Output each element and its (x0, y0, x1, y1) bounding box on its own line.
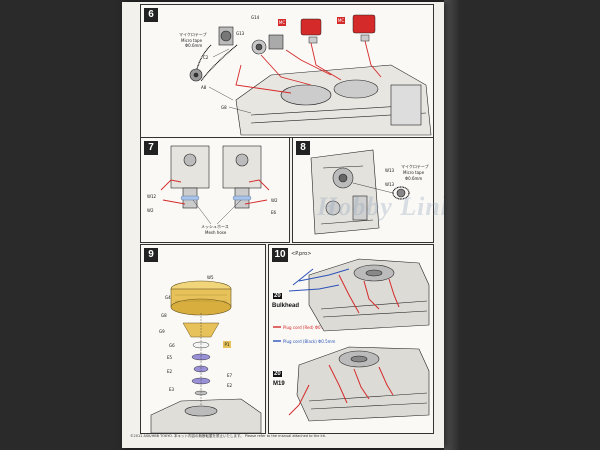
part-number: E6 (271, 210, 277, 215)
instruction-sheet: 6 マイクロテープ Micro tape Φ0.6mm MC G14 G13 M… (122, 2, 444, 448)
red-hose-lines (160, 179, 270, 205)
page-footer: ©2011 ASK/HBB TOKYO. 本キット内容の無断転載を禁止いたします… (130, 434, 327, 438)
watermark-logo: Hobby Link Japan (317, 192, 444, 221)
belt-and-pulley (352, 182, 410, 200)
wire-legend-swatches (273, 326, 281, 342)
micro-tape-label-en: Micro tape (403, 170, 425, 175)
step-6-diagram (189, 14, 432, 136)
part-number: G13 (236, 31, 245, 36)
part-badge: P1 (223, 341, 231, 348)
step-9-panel: 9 W5 G4 G8 G9 G6 P1 E5 E2 E7 E2 E3 (140, 244, 266, 434)
upper-engine-drawing (308, 258, 430, 332)
part-number: A8 (201, 85, 207, 90)
step-10-subtitle: <P.pro> (291, 251, 312, 257)
part-number: W2 (271, 198, 278, 203)
step-7-diagram (160, 145, 270, 225)
part-number: C2 (203, 55, 209, 60)
pulley-drawing (189, 26, 284, 82)
engine-head-drawing (170, 145, 262, 209)
lower-engine-drawing (296, 346, 430, 422)
callout-number: 20 (273, 371, 282, 377)
part-number: G14 (251, 15, 260, 20)
leader-lines (208, 48, 252, 114)
micro-tape-label-size: Φ0.6mm (185, 43, 203, 48)
step-number: 10 (272, 248, 288, 262)
callout-number: 20 (273, 293, 282, 299)
engine-base-drawing (150, 398, 262, 433)
part-number: G6 (169, 343, 175, 348)
air-cleaner-drawing (170, 280, 232, 316)
step-7-panel: 7 W12 W2 W2 E6 メッシュホース Mesh hose (140, 137, 290, 243)
part-number: G8 (221, 105, 227, 110)
mesh-hose-parts (180, 195, 252, 201)
part-number: G8 (161, 313, 167, 318)
page-edge-shadow (444, 0, 460, 450)
step-9-diagram (150, 280, 262, 433)
mesh-hose-label-jp: メッシュホース (201, 224, 229, 229)
part-badge: MC (278, 19, 286, 26)
red-cap-parts (300, 14, 376, 44)
engine-front-drawing (310, 149, 380, 235)
micro-tape-label-en: Micro tape (181, 38, 203, 43)
legend-red-cord: Plug cord (Red) Φ0.5mm (283, 325, 333, 330)
legend-blue-cord: Plug cord (Black) Φ0.5mm (283, 339, 336, 344)
part-number: E5 (167, 355, 173, 360)
part-badge: MC (337, 17, 345, 24)
step-6-panel: 6 マイクロテープ Micro tape Φ0.6mm MC G14 G13 M… (140, 4, 434, 138)
part-number: G4 (165, 295, 171, 300)
step-8-diagram (310, 149, 410, 235)
step-10-panel: 10 <P.pro> 20 Bulkhead 20 M19 Plug cord … (268, 244, 434, 434)
micro-tape-label-jp: マイクロテープ (179, 32, 207, 37)
bulkhead-label: Bulkhead (272, 303, 300, 309)
part-number: E2 (227, 383, 233, 388)
part-number: E2 (167, 369, 173, 374)
part-number: E7 (227, 373, 233, 378)
red-plug-cords (288, 274, 400, 416)
step-8-panel: 8 マイクロテープ Micro tape Φ0.6mm W13 W13 (292, 137, 434, 243)
blue-plug-cords (288, 268, 350, 292)
step-number: 8 (296, 141, 310, 155)
part-number: W12 (147, 194, 157, 199)
leader-lines (192, 199, 242, 225)
red-wire-lines (235, 40, 382, 94)
part-number: W2 (147, 208, 154, 213)
step-number: 9 (144, 248, 158, 262)
micro-tape-label-jp: マイクロテープ (401, 164, 429, 169)
part-number: G9 (159, 329, 165, 334)
part-number: W13 (385, 168, 395, 173)
engine-block-drawing (235, 64, 432, 136)
micro-tape-label-size: Φ0.6mm (405, 176, 423, 181)
m19-label: M19 (273, 381, 285, 387)
step-number: 6 (144, 8, 158, 22)
part-number: W5 (207, 275, 214, 280)
part-number: W13 (385, 182, 395, 187)
step-10-diagram (273, 258, 430, 422)
part-number: E3 (169, 387, 175, 392)
mesh-hose-label-en: Mesh hose (205, 230, 227, 235)
step-number: 7 (144, 141, 158, 155)
